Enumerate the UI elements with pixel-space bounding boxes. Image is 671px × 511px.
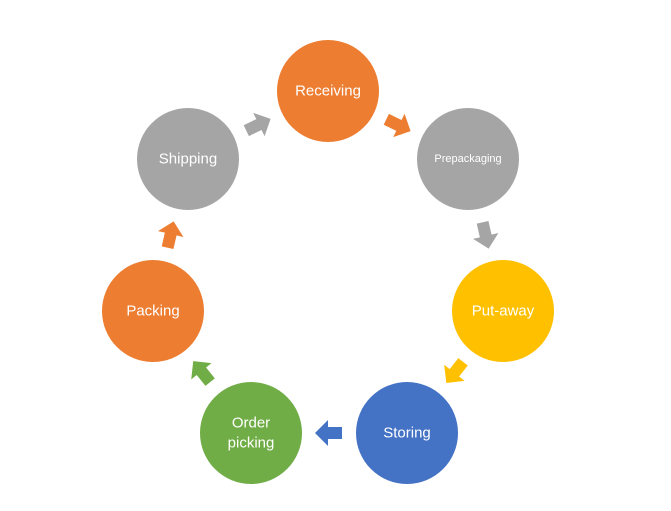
node-circle-shipping [137,108,239,210]
connector-arrow-prepackaging-to-put-away [473,220,499,249]
arrow-shape [473,220,499,249]
node-storing: Storing [356,382,458,484]
node-circle-order-picking [200,382,302,484]
arrow-shape [158,221,184,250]
connector-arrow-receiving-to-prepackaging [383,113,411,138]
node-circle-put-away [452,260,554,362]
node-circle-receiving [277,40,379,142]
connector-arrow-shipping-to-receiving [243,112,271,137]
node-order-picking: Order picking [200,382,302,484]
node-label-storing: Storing [383,425,431,442]
node-shipping: Shipping [137,108,239,210]
arrow-shape [243,112,271,137]
node-circle-packing [102,260,204,362]
node-prepackaging: Prepackaging [417,108,519,210]
node-put-away: Put-away [452,260,554,362]
node-label-packing: Packing [126,303,179,320]
connector-arrow-storing-to-order-picking [315,420,342,446]
node-label-prepackaging: Prepackaging [434,153,501,165]
node-circle-storing [356,382,458,484]
arrow-shape [383,113,411,138]
arrow-shape [191,361,215,386]
connector-arrow-packing-to-shipping [158,221,184,250]
node-receiving: Receiving [277,40,379,142]
connector-arrow-order-picking-to-packing [191,361,215,386]
node-label-receiving: Receiving [295,83,361,100]
connector-layer [158,112,499,446]
connector-arrow-put-away-to-storing [444,358,468,384]
arrow-shape [315,420,342,446]
node-packing: Packing [102,260,204,362]
node-label-shipping: Shipping [159,151,217,168]
node-circle-prepackaging [417,108,519,210]
node-label-order-picking: picking [228,435,275,452]
node-label-put-away: Put-away [472,303,535,320]
node-label-order-picking: Order [232,415,270,432]
arrow-shape [444,358,468,384]
